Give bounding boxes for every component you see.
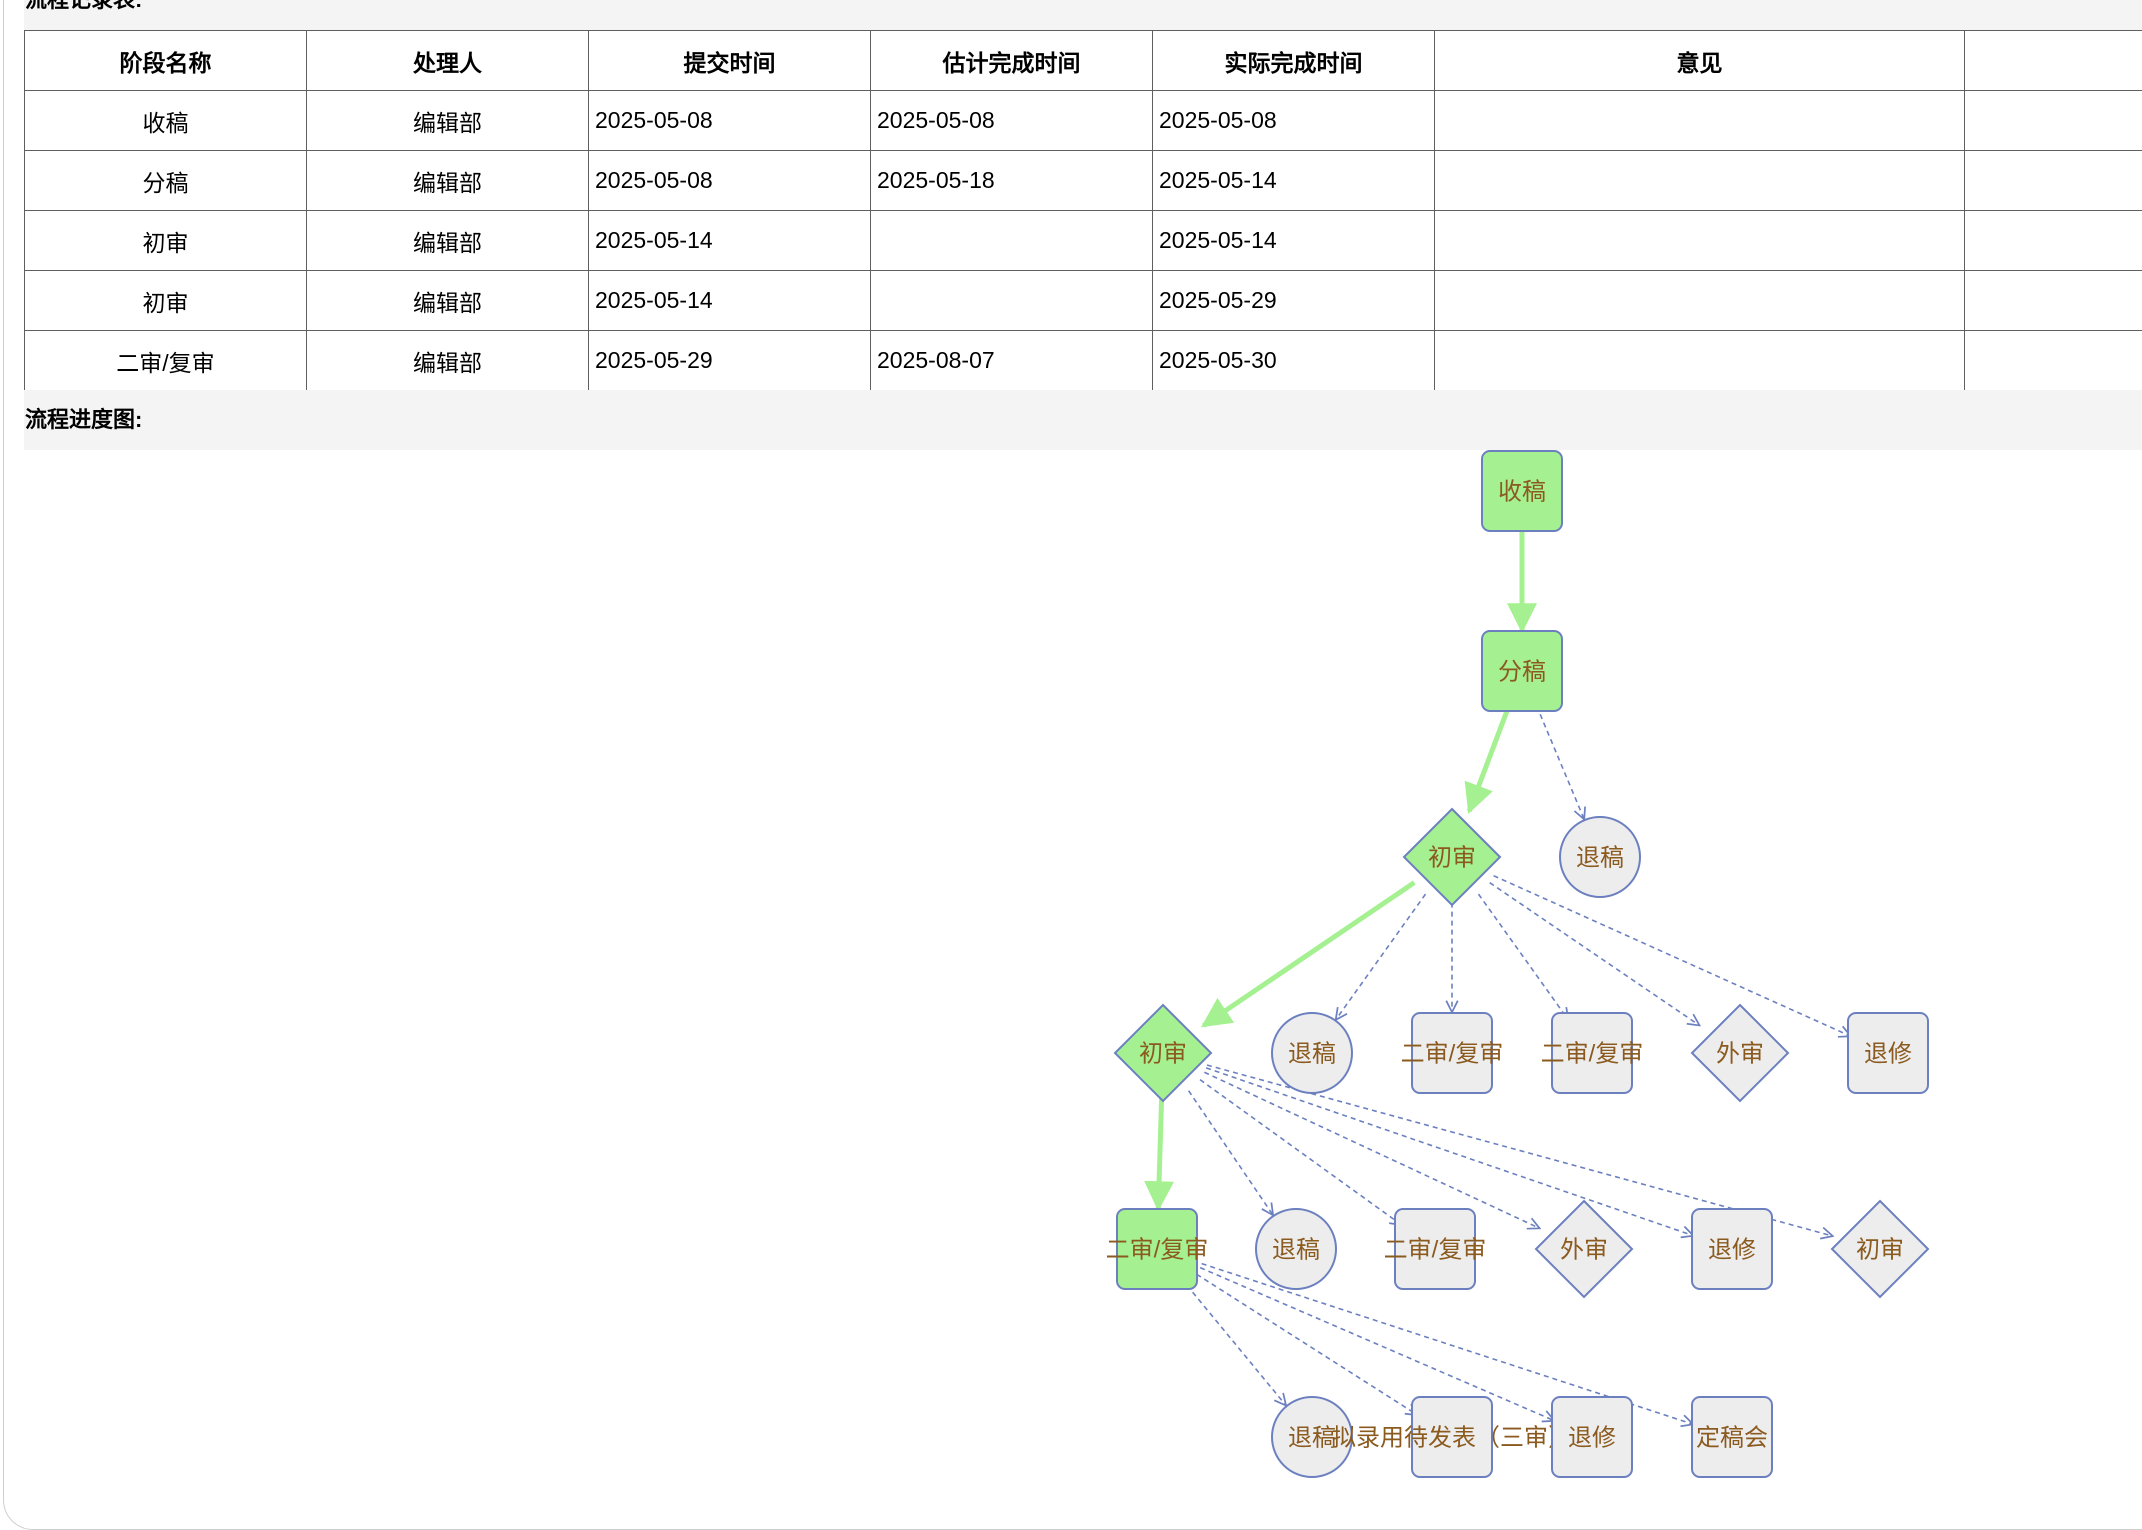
pending-edge — [1204, 1072, 1539, 1228]
flow-node-rect-pending: 退修 — [1848, 1013, 1928, 1093]
flow-node-diamond-completed: 初审 — [1115, 1005, 1211, 1101]
flow-node-rect-pending: 二审/复审 — [1541, 1013, 1644, 1093]
flow-node-rect-completed: 分稿 — [1482, 631, 1562, 711]
flow-node-label: 初审 — [1428, 844, 1476, 871]
flow-node-rect-pending: 拟录用待发表（三审） — [1332, 1397, 1572, 1477]
flow-node-rect-pending: 二审/复审 — [1384, 1209, 1487, 1289]
flow-node-label: 定稿会 — [1696, 1424, 1768, 1451]
flow-node-circle-pending: 退稿 — [1560, 817, 1640, 897]
flow-node-label: 退稿 — [1288, 1040, 1336, 1067]
flow-node-label: 退稿 — [1272, 1236, 1320, 1263]
pending-edge — [1189, 1269, 1418, 1415]
flow-node-rect-pending: 二审/复审 — [1401, 1013, 1504, 1093]
flow-node-label: 二审/复审 — [1384, 1236, 1487, 1263]
flow-node-diamond-pending: 外审 — [1536, 1201, 1632, 1297]
completed-edge — [1158, 1099, 1161, 1209]
flow-nodes: 收稿分稿初审退稿初审退稿二审/复审二审/复审外审退修二审/复审退稿二审/复审外审… — [1106, 451, 1928, 1477]
pending-edge — [1189, 1091, 1273, 1216]
flow-node-label: 初审 — [1139, 1040, 1187, 1067]
flow-node-label: 退修 — [1568, 1424, 1616, 1451]
flow-node-diamond-pending: 初审 — [1832, 1201, 1928, 1297]
flow-node-label: 拟录用待发表（三审） — [1332, 1424, 1572, 1451]
flow-node-label: 退稿 — [1576, 844, 1624, 871]
flow-node-label: 初审 — [1856, 1236, 1904, 1263]
flow-node-label: 二审/复审 — [1541, 1040, 1644, 1067]
flow-node-rect-pending: 定稿会 — [1692, 1397, 1772, 1477]
flow-node-circle-pending: 退稿 — [1272, 1013, 1352, 1093]
flow-node-diamond-completed: 初审 — [1404, 809, 1500, 905]
flow-node-label: 退修 — [1708, 1236, 1756, 1263]
flow-node-rect-completed: 收稿 — [1482, 451, 1562, 531]
flow-node-circle-pending: 退稿 — [1256, 1209, 1336, 1289]
flow-node-label: 外审 — [1716, 1040, 1764, 1067]
flow-node-rect-completed: 二审/复审 — [1106, 1209, 1209, 1289]
flow-diagram: 收稿分稿初审退稿初审退稿二审/复审二审/复审外审退修二审/复审退稿二审/复审外审… — [0, 0, 2142, 1492]
pending-edge — [1537, 706, 1585, 819]
flow-node-label: 二审/复审 — [1401, 1040, 1504, 1067]
pending-edge — [1192, 1264, 1555, 1421]
pending-edge — [1336, 894, 1426, 1020]
flow-node-label: 二审/复审 — [1106, 1236, 1209, 1263]
flow-node-rect-pending: 退修 — [1552, 1397, 1632, 1477]
flow-node-diamond-pending: 外审 — [1692, 1005, 1788, 1101]
flow-node-label: 退修 — [1864, 1040, 1912, 1067]
flow-node-rect-pending: 退修 — [1692, 1209, 1772, 1289]
pending-edge — [1494, 876, 1851, 1037]
flow-node-label: 收稿 — [1498, 478, 1546, 505]
flow-node-label: 退稿 — [1288, 1424, 1336, 1451]
completed-edge — [1469, 707, 1508, 812]
flow-node-label: 外审 — [1560, 1236, 1608, 1263]
flow-node-label: 分稿 — [1498, 658, 1546, 685]
pending-edge — [1479, 894, 1569, 1020]
